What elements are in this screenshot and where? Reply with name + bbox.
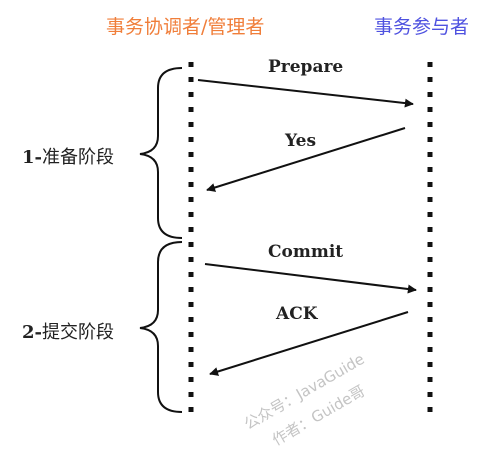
prepare-arrow: [197, 79, 414, 108]
commit-label: Commit: [268, 242, 344, 262]
phase1-label: 1-准备阶段: [22, 143, 114, 169]
prepare-label: Prepare: [268, 57, 344, 77]
ack-arrow: [209, 311, 409, 376]
phase1-brace: [139, 67, 183, 239]
ack-label: ACK: [276, 304, 318, 324]
phase2-brace: [139, 241, 183, 413]
phase1-number: 1-: [22, 147, 42, 168]
phase1-name: 准备阶段: [42, 147, 114, 168]
coordinator-header: 事务协调者/管理者: [106, 16, 265, 38]
yes-label: Yes: [285, 131, 317, 151]
phase2-name: 提交阶段: [42, 322, 114, 343]
participant-header: 事务参与者: [374, 16, 470, 38]
yes-arrow: [206, 127, 406, 192]
commit-arrow: [204, 263, 417, 294]
phase2-number: 2-: [22, 322, 42, 343]
phase2-label: 2-提交阶段: [22, 318, 114, 344]
